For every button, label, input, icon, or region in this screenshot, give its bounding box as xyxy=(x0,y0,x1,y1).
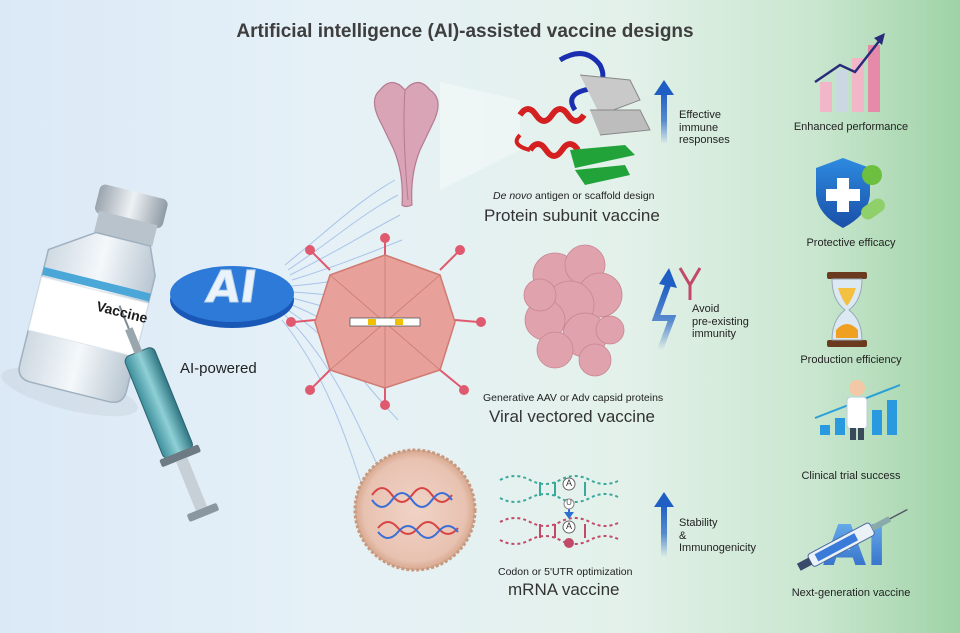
cell-mrna-icon xyxy=(353,448,477,572)
vaccine-vial-icon xyxy=(1,184,168,417)
outcome-protective-efficacy: Protective efficacy xyxy=(806,237,896,249)
viral-benefit-line: Avoid xyxy=(692,303,720,315)
page-title: Artificial intelligence (AI)-assisted va… xyxy=(236,21,694,42)
mrna-strand-diagram-icon xyxy=(499,475,621,545)
doctor-chart-icon xyxy=(814,380,901,440)
protein-benefit-line: responses xyxy=(679,134,730,146)
viral-benefit-line: immunity xyxy=(692,328,737,340)
ribbon-protein-structure-icon xyxy=(514,51,651,185)
outcome-clinical-trial-success: Clinical trial success xyxy=(801,470,901,482)
mrna-base-top: A xyxy=(565,478,572,488)
syringe-icon xyxy=(118,305,219,522)
viral-benefit-text: Avoid pre-existing immunity xyxy=(692,303,749,341)
outcome-enhanced-performance: Enhanced performance xyxy=(793,121,909,133)
mrna-base-bottom: A xyxy=(565,521,572,531)
mrna-caption: Codon or 5'UTR optimization xyxy=(498,566,633,578)
protein-vaccine-name: Protein subunit vaccine xyxy=(484,206,660,225)
ai-badge-icon: AI xyxy=(170,262,294,328)
viral-vaccine-name: Viral vectored vaccine xyxy=(489,407,655,426)
outcome-next-generation-vaccine: Next-generation vaccine xyxy=(791,587,911,599)
outcome-production-efficiency: Production efficiency xyxy=(800,354,902,366)
protein-caption-italic: De novo xyxy=(493,190,533,202)
viral-caption: Generative AAV or Adv capsid proteins xyxy=(483,392,664,404)
benefit-arrow-viral-icon xyxy=(651,267,702,352)
benefit-arrow-protein-icon xyxy=(654,80,674,144)
capsid-protein-surface-icon xyxy=(523,244,625,377)
mrna-vaccine-name: mRNA vaccine xyxy=(508,580,620,599)
mrna-benefit-line: Immunogenicity xyxy=(679,542,757,554)
mrna-benefit-line: & xyxy=(679,529,687,542)
ai-syringe-icon: AI xyxy=(796,508,908,579)
mrna-benefit-line: Stability xyxy=(679,517,718,529)
shield-virus-icon xyxy=(816,158,885,228)
protein-benefit-line: immune xyxy=(679,121,719,134)
protein-antigen-icon xyxy=(373,81,520,208)
bar-chart-growth-icon xyxy=(814,33,885,112)
ai-powered-label: AI-powered xyxy=(180,360,257,377)
viral-capsid-icon xyxy=(286,233,486,410)
svg-text:AI: AI xyxy=(203,262,261,313)
viral-benefit-line: pre-existing xyxy=(692,315,749,328)
protein-benefit-line: Effective xyxy=(679,109,721,121)
benefit-arrow-mrna-icon xyxy=(654,492,674,557)
hourglass-icon xyxy=(827,272,867,347)
protein-benefit-text: Effective immune responses xyxy=(679,109,730,147)
mrna-benefit-text: Stability & Immunogenicity xyxy=(679,517,756,555)
protein-caption-rest: antigen or scaffold design xyxy=(532,190,655,202)
protein-caption: De novo antigen or scaffold design xyxy=(493,190,655,202)
mrna-base-mid: U xyxy=(566,498,572,507)
